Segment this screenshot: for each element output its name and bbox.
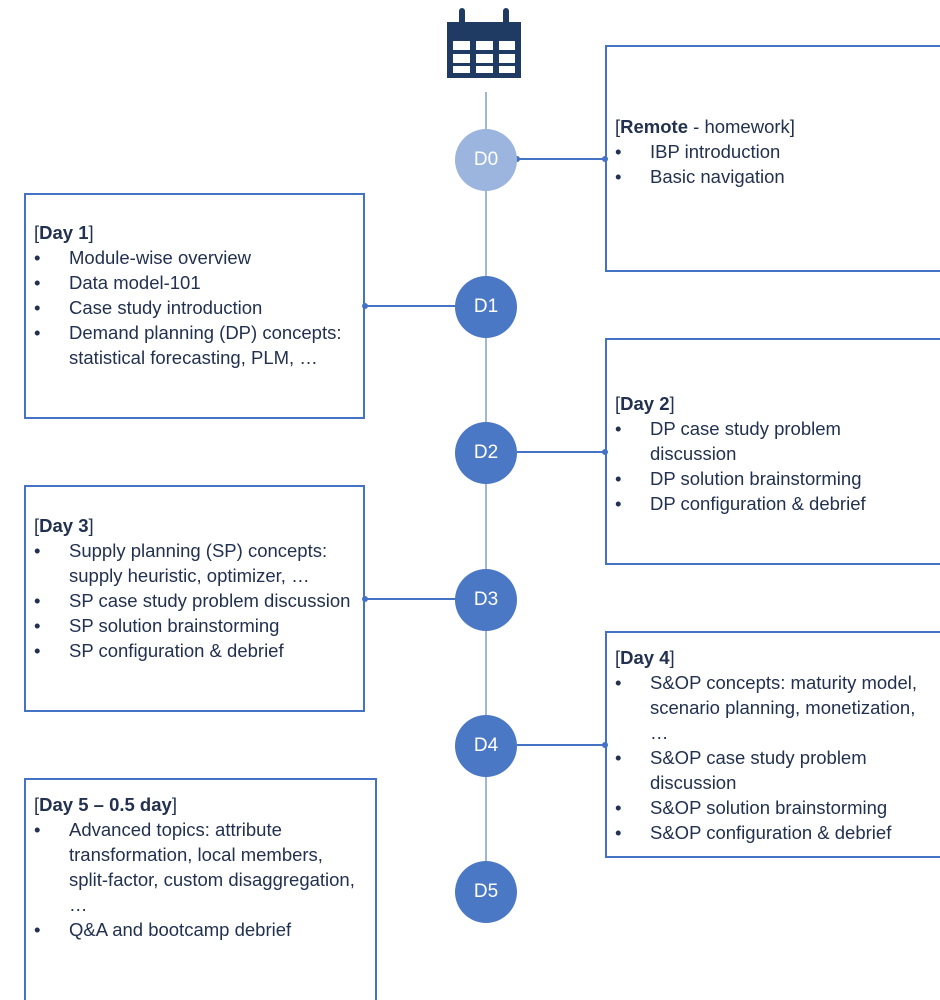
list-item: Data model-101 [34,270,355,295]
list-item: Advanced topics: attribute transformatio… [34,817,367,917]
card-day-4: [Day 4] S&OP concepts: maturity model, s… [605,631,940,858]
connector-d4 [517,744,605,746]
list-item: S&OP configuration & debrief [615,820,932,845]
card-title: [Day 3] [34,515,94,536]
node-d4: D4 [455,715,517,777]
card-list: IBP introduction Basic navigation [615,139,932,189]
card-title: [Day 2] [615,393,675,414]
list-item: S&OP solution brainstorming [615,795,932,820]
card-list: DP case study problem discussion DP solu… [615,416,932,516]
connector-dot [602,449,608,455]
card-title-bold: Day 4 [620,647,670,668]
list-item: S&OP case study problem discussion [615,745,932,795]
list-item: S&OP concepts: maturity model, scenario … [615,670,932,745]
card-list: Module-wise overview Data model-101 Case… [34,245,355,370]
card-list: Advanced topics: attribute transformatio… [34,817,367,942]
list-item: SP solution brainstorming [34,613,355,638]
list-item: Q&A and bootcamp debrief [34,917,367,942]
card-title-bold: Day 2 [620,393,670,414]
list-item: DP case study problem discussion [615,416,932,466]
card-title: [Day 5 – 0.5 day] [34,794,177,815]
list-item: Case study introduction [34,295,355,320]
list-item: DP solution brainstorming [615,466,932,491]
connector-d2 [517,451,605,453]
list-item: Basic navigation [615,164,932,189]
node-d0: D0 [455,129,517,191]
card-title-bold: Day 1 [39,222,89,243]
card-day-5: [Day 5 – 0.5 day] Advanced topics: attri… [24,778,377,1000]
list-item: SP case study problem discussion [34,588,355,613]
list-item: Module-wise overview [34,245,355,270]
connector-dot [602,156,608,162]
connector-dot [362,303,368,309]
connector-d3 [365,598,457,600]
calendar-icon [447,8,521,78]
card-remote: [Remote - homework] IBP introduction Bas… [605,45,940,272]
timeline-line [485,92,487,884]
card-list: S&OP concepts: maturity model, scenario … [615,670,932,845]
card-day-1: [Day 1] Module-wise overview Data model-… [24,193,365,419]
card-title: [Day 1] [34,222,94,243]
list-item: IBP introduction [615,139,932,164]
card-day-3: [Day 3] Supply planning (SP) concepts: s… [24,485,365,712]
list-item: SP configuration & debrief [34,638,355,663]
card-title: [Remote - homework] [615,116,795,137]
card-title: [Day 4] [615,647,675,668]
connector-dot [602,742,608,748]
card-title-bold: Day 3 [39,515,89,536]
node-d3: D3 [455,569,517,631]
list-item: Supply planning (SP) concepts: supply he… [34,538,355,588]
card-list: Supply planning (SP) concepts: supply he… [34,538,355,663]
connector-d1 [365,305,457,307]
node-d2: D2 [455,422,517,484]
connector-dot [514,156,520,162]
card-day-2: [Day 2] DP case study problem discussion… [605,338,940,565]
connector-d0 [517,158,605,160]
node-d5: D5 [455,861,517,923]
node-d1: D1 [455,276,517,338]
list-item: Demand planning (DP) concepts: statistic… [34,320,355,370]
connector-dot [362,596,368,602]
list-item: DP configuration & debrief [615,491,932,516]
card-title-bold: Day 5 – 0.5 day [39,794,172,815]
card-title-bold: Remote [620,116,688,137]
